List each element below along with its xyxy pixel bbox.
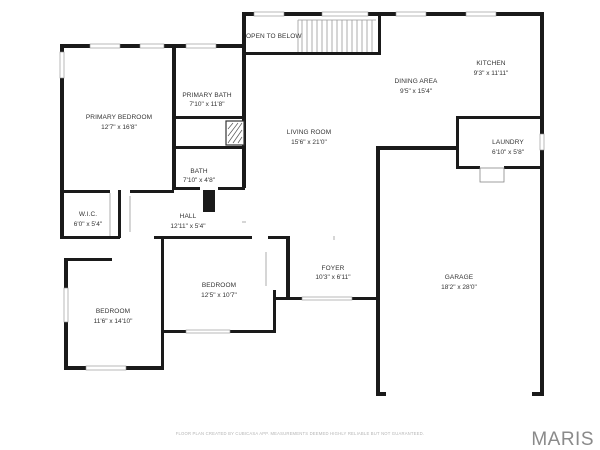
room-dining-area: DINING AREA 9'5" x 15'4" bbox=[395, 78, 439, 95]
primary-bath-dims: 7'10" x 11'8" bbox=[189, 101, 225, 108]
bedroom-left-name: BEDROOM bbox=[96, 308, 130, 315]
room-hall: HALL 12'11" x 5'4" bbox=[170, 213, 206, 230]
room-primary-bath: PRIMARY BATH 7'10" x 11'8" bbox=[182, 92, 231, 108]
room-garage: GARAGE 18'2" x 28'0" bbox=[441, 274, 477, 291]
wic-dims: 6'0" x 5'4" bbox=[74, 221, 103, 228]
living-room-dims: 15'6" x 21'0" bbox=[291, 139, 327, 146]
hall-dims: 12'11" x 5'4" bbox=[170, 223, 206, 230]
room-bedroom-middle: BEDROOM 12'5" x 10'7" bbox=[201, 282, 237, 299]
stairs bbox=[297, 19, 376, 52]
laundry-name: LAUNDRY bbox=[492, 139, 524, 146]
bath-name: BATH bbox=[190, 168, 207, 175]
open-to-below-label: OPEN TO BELOW bbox=[246, 33, 302, 40]
brand-logo: MARIS bbox=[531, 429, 594, 450]
laundry-dims: 6'10" x 5'8" bbox=[492, 149, 525, 156]
hall-name: HALL bbox=[180, 213, 197, 220]
bedroom-left-dims: 11'6" x 14'10" bbox=[94, 318, 133, 325]
bath-dims: 7'10" x 4'8" bbox=[183, 177, 216, 184]
room-foyer: FOYER 10'3" x 6'11" bbox=[315, 265, 351, 281]
living-room-name: LIVING ROOM bbox=[287, 129, 331, 136]
fireplace-icon bbox=[225, 120, 245, 146]
primary-bedroom-dims: 12'7" x 16'8" bbox=[101, 124, 137, 131]
room-wic: W.I.C. 6'0" x 5'4" bbox=[74, 211, 103, 228]
dining-area-name: DINING AREA bbox=[395, 78, 439, 85]
foyer-dims: 10'3" x 6'11" bbox=[315, 274, 351, 281]
room-living-room: LIVING ROOM 15'6" x 21'0" bbox=[287, 129, 331, 146]
bedroom-middle-name: BEDROOM bbox=[202, 282, 236, 289]
room-primary-bedroom: PRIMARY BEDROOM 12'7" x 16'8" bbox=[86, 114, 152, 131]
windows bbox=[59, 11, 545, 371]
bedroom-middle-dims: 12'5" x 10'7" bbox=[201, 292, 237, 299]
dining-area-dims: 9'5" x 15'4" bbox=[400, 88, 433, 95]
foyer-name: FOYER bbox=[322, 265, 345, 272]
fixtures bbox=[109, 19, 505, 286]
garage-dims: 18'2" x 28'0" bbox=[441, 284, 477, 291]
room-laundry: LAUNDRY 6'10" x 5'8" bbox=[492, 139, 525, 156]
garage-name: GARAGE bbox=[445, 274, 474, 281]
primary-bath-name: PRIMARY BATH bbox=[182, 92, 231, 99]
room-bath: BATH 7'10" x 4'8" bbox=[183, 168, 216, 184]
kitchen-name: KITCHEN bbox=[476, 60, 505, 67]
kitchen-dims: 9'3" x 11'11" bbox=[474, 70, 509, 77]
primary-bedroom-name: PRIMARY BEDROOM bbox=[86, 114, 152, 121]
room-kitchen: KITCHEN 9'3" x 11'11" bbox=[474, 60, 509, 77]
wic-name: W.I.C. bbox=[79, 211, 97, 218]
floor-plan-disclaimer: FLOOR PLAN CREATED BY CUBICASA APP. MEAS… bbox=[176, 431, 425, 436]
room-bedroom-left: BEDROOM 11'6" x 14'10" bbox=[94, 308, 133, 325]
walls bbox=[60, 12, 544, 396]
